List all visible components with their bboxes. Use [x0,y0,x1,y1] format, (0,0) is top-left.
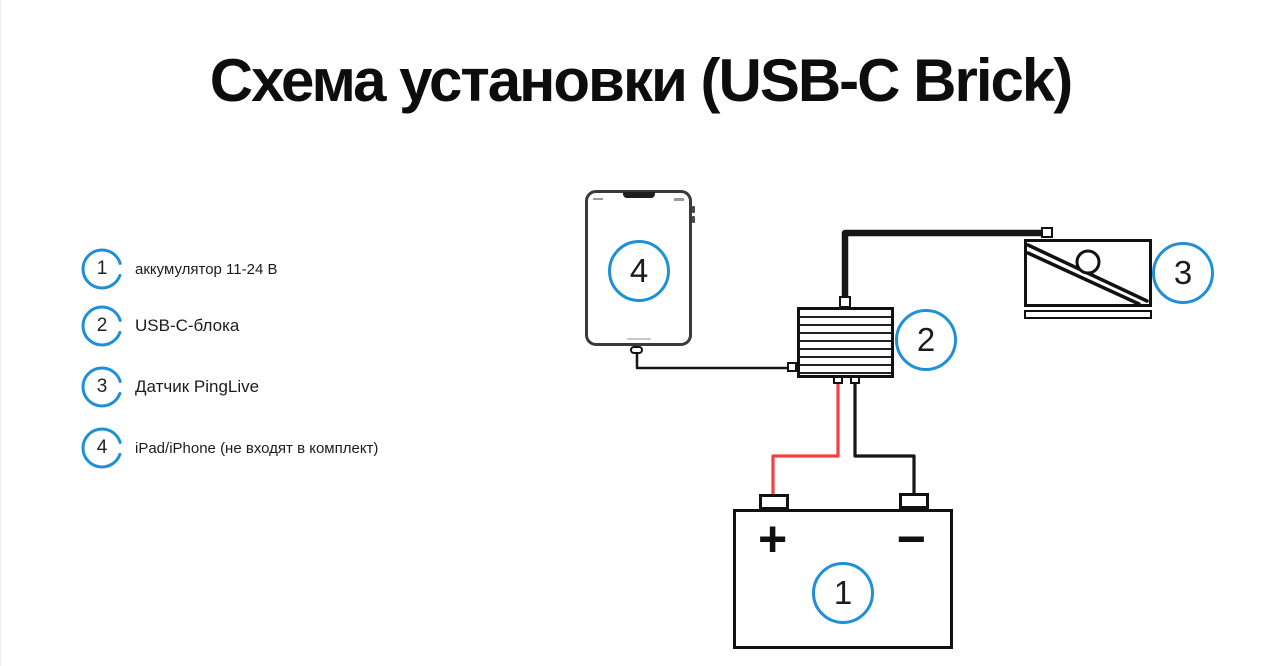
tablet-status-right [674,198,684,201]
battery-negative-symbol: − [896,511,926,567]
tablet-home-indicator [626,337,651,340]
callout-circle-brick: 2 [895,309,957,371]
legend-item-sensor: 3 Датчик PingLive [81,366,259,408]
battery-positive-symbol: + [758,511,788,567]
sensor-wire-connector [1041,227,1053,238]
sensor-eye-icon [1075,249,1101,275]
legend-marker-2: 2 [81,305,123,347]
callout-circle-tablet: 4 [608,240,670,302]
tablet-usb-connector [630,346,643,354]
battery-negative-wire [853,380,916,496]
tablet-side-button [692,206,695,213]
callout-circle-battery: 1 [812,562,874,624]
tablet-notch [622,192,655,198]
legend-ring-icon [81,366,123,408]
tablet-side-button [692,216,695,223]
brick-negative-connector [850,376,860,384]
legend-number: 4 [96,437,108,458]
legend-marker-1: 1 [81,248,123,290]
sensor-power-wire [841,229,1045,301]
legend-label: iPad/iPhone (не входят в комплект) [135,439,379,457]
legend-number: 1 [96,258,108,279]
tablet-usb-wire [635,351,793,370]
legend-label: аккумулятор 11-24 В [135,260,278,278]
page-title: Схема установки (USB-C Brick) [209,47,1073,114]
callout-circle-sensor: 3 [1152,242,1214,304]
battery-positive-wire [771,380,840,497]
legend-number: 3 [96,376,108,397]
brick-left-connector [787,362,797,372]
legend-item-battery: 1 аккумулятор 11-24 В [81,248,277,290]
legend-item-ipad-iphone: 4 iPad/iPhone (не входят в комплект) [81,427,378,469]
legend-label: USB-C-блока [135,316,240,335]
tablet-status-left [593,198,603,200]
pinglive-sensor-device [1024,239,1152,307]
brick-heatsink-fins [800,310,891,375]
legend-ring-icon [81,305,123,347]
brick-positive-connector [833,376,843,384]
usb-c-brick-device [797,307,894,378]
legend-ring-icon [81,427,123,469]
battery-negative-terminal [899,493,929,509]
brick-top-connector [839,296,851,308]
battery-positive-terminal [759,494,789,510]
legend-label: Датчик PingLive [135,377,260,396]
legend-marker-4: 4 [81,427,123,469]
sensor-graphic [1027,243,1149,304]
legend-marker-3: 3 [81,366,123,408]
sensor-base-plate [1024,310,1152,319]
legend-ring-icon [81,248,123,290]
legend-number: 2 [96,315,108,336]
legend-item-usb-c-brick: 2 USB-C-блока [81,305,239,347]
